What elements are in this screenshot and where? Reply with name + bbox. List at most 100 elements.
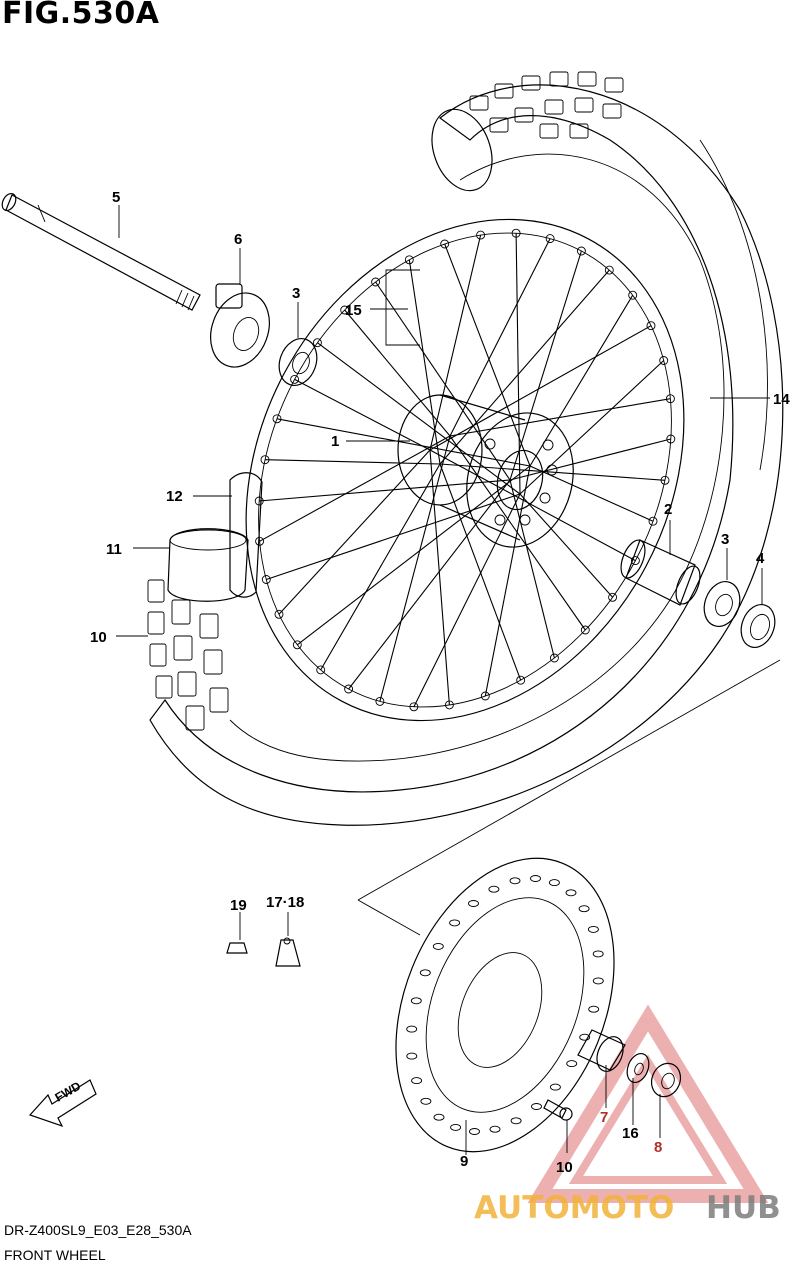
disc-hole <box>565 889 577 897</box>
spoke <box>509 250 582 481</box>
spoke <box>444 243 531 467</box>
hub-disc-bolt-holes <box>484 438 558 526</box>
spoke-nipple <box>371 277 381 287</box>
leader-lines <box>116 205 770 1155</box>
spoke-nipple <box>630 556 640 566</box>
spoke-nipple <box>375 696 385 706</box>
spoke-nipple <box>409 702 419 712</box>
spoke-nipple <box>261 575 271 584</box>
spoke-nipple <box>440 239 450 249</box>
spoke-nipple <box>604 265 614 275</box>
spoke-nipple <box>312 338 322 348</box>
spoke <box>266 493 521 581</box>
callout-9: 9 <box>460 1153 468 1170</box>
watermark-wordmark: AUTOMOTO HUB <box>474 1190 781 1226</box>
spoke <box>379 435 451 702</box>
disc-hole <box>588 1005 600 1013</box>
rim-lock <box>167 472 263 602</box>
watermark-logo <box>527 1004 769 1203</box>
washer <box>626 1052 650 1084</box>
rim-lock-top <box>169 529 247 551</box>
spoke-nipple <box>646 321 656 331</box>
callout-7: 7 <box>600 1109 608 1126</box>
callout-2: 2 <box>664 501 672 518</box>
spoke-nipple <box>444 700 454 710</box>
disc-hole <box>579 1033 591 1041</box>
disc-hole <box>548 879 560 887</box>
spoke <box>429 449 450 705</box>
tire-inner-bead <box>229 153 725 762</box>
disc-hole <box>489 1125 501 1133</box>
callout-6: 6 <box>234 231 242 248</box>
disc-hole <box>419 969 431 977</box>
disc-hole <box>468 900 479 907</box>
spoke-nipple <box>608 592 618 602</box>
spoke <box>413 493 521 708</box>
watermark-triangle-outer <box>527 1004 769 1203</box>
spoke <box>278 449 431 615</box>
spoke-nipple <box>549 653 559 663</box>
spoke <box>519 493 614 598</box>
spoke <box>408 259 441 465</box>
axle-head <box>1 192 17 212</box>
spoke <box>509 438 671 481</box>
spoke-nipple <box>344 684 354 694</box>
spoke <box>348 479 511 690</box>
tire-tread-top <box>469 71 624 139</box>
tire-outline <box>149 84 784 826</box>
spoke <box>439 463 522 681</box>
rim-lock-stem <box>229 472 263 598</box>
bearing-left <box>278 338 318 386</box>
disc-hole <box>411 1077 423 1085</box>
disc-hole <box>510 1117 522 1125</box>
callout-5: 5 <box>112 189 120 206</box>
callouts: 5 6 3 15 1 12 11 10 2 3 4 14 19 17·18 9 … <box>90 189 790 1176</box>
spoke-nipple <box>476 230 486 240</box>
disc-holes <box>406 875 604 1135</box>
tire <box>147 71 784 826</box>
spokes <box>254 228 676 712</box>
callout-14: 14 <box>773 391 790 408</box>
hub-bore <box>496 449 544 511</box>
spoke <box>484 465 531 697</box>
tire-tread-bottom <box>147 579 229 731</box>
spoke <box>344 309 451 437</box>
spoke-nipple <box>340 305 350 315</box>
axle-shaft <box>5 194 201 311</box>
axle-thread <box>175 289 195 311</box>
spoke-nipple <box>292 640 302 650</box>
disc-hole <box>420 1097 432 1105</box>
rim-inner <box>258 232 672 708</box>
spoke <box>439 463 666 481</box>
fwd-label: FWD <box>53 1079 84 1105</box>
front-axle <box>1 192 201 311</box>
spoke <box>429 234 482 451</box>
spoke-nipple <box>666 434 676 444</box>
watermark-triangle-inner <box>568 1054 728 1184</box>
disc-hole <box>578 905 590 913</box>
spoke <box>429 325 652 451</box>
spoke-nipple <box>290 374 300 384</box>
projection-line-lower <box>357 899 421 936</box>
spoke-nipple <box>272 414 282 424</box>
spoke-nipple <box>255 536 265 546</box>
callout-11: 10 <box>90 629 107 646</box>
spoke <box>429 449 636 562</box>
brake-disc <box>395 857 615 1153</box>
spoke-nipple <box>628 290 638 300</box>
callout-1: 1 <box>331 433 339 450</box>
spoke-nipple <box>516 675 526 685</box>
spoke <box>296 465 531 646</box>
spoke-nipple <box>254 496 264 506</box>
callout-8: 8 <box>654 1139 662 1156</box>
hub-left-flange <box>397 394 483 506</box>
disc-hole <box>587 925 599 933</box>
spoke <box>276 418 531 467</box>
oil-seal <box>740 604 776 648</box>
figure-title: FIG.530A <box>2 0 160 31</box>
spoke-nipple <box>274 609 284 619</box>
axle-collar-right <box>577 1029 626 1072</box>
spoke <box>294 378 431 451</box>
figure-caption: FRONT WHEEL <box>4 1247 106 1263</box>
